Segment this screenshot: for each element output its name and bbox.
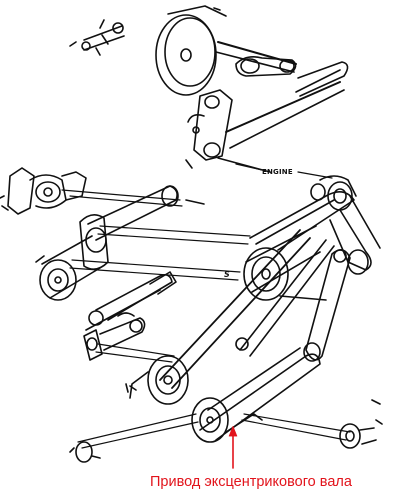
center-right-large-pulley (243, 225, 327, 301)
center-lower-pulley (125, 355, 189, 405)
small-chain-fragment (69, 19, 125, 56)
caption-pointer-arrow (228, 425, 238, 469)
left-lower-belts (83, 312, 175, 363)
left-gear-mechanism (0, 167, 183, 215)
upper-right-belt (225, 56, 349, 149)
diagonal-center-belts (159, 229, 335, 389)
left-diagonal-belt (85, 271, 177, 331)
s-mark-label: S (224, 270, 230, 279)
right-vertical-belt (303, 249, 351, 362)
eccentric-shaft-caption: Привод эксцентрикового вала (150, 474, 352, 490)
bottom-left-shaft (69, 385, 199, 463)
upper-large-pulley (155, 5, 297, 96)
eccentric-shaft-drive (191, 347, 383, 449)
upper-vertical-belt (185, 89, 271, 173)
engine-pulley-assembly (249, 175, 381, 275)
central-crossing-belt (87, 185, 205, 241)
left-lower-pulleys (35, 214, 109, 301)
engine-label: ENGINE (262, 168, 293, 176)
middle-shafts (69, 225, 251, 281)
